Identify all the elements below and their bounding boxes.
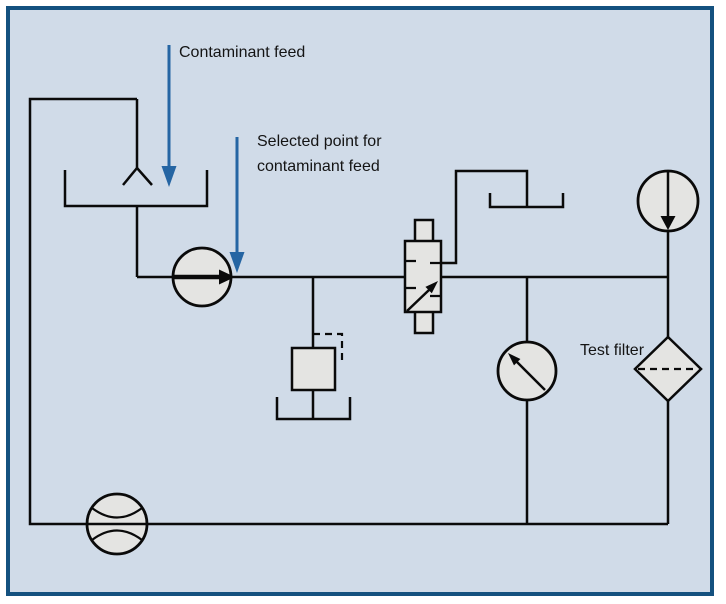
relief-pilot-dashed-line [313,332,344,362]
relief-drain-reservoir [275,397,352,421]
funnel-fork-icon [122,167,153,186]
circulation-pump [171,246,235,308]
selected-point-label-line2: contaminant feed [257,158,380,175]
annotations [161,45,245,273]
valve-bottom-port [413,309,435,335]
drain-reservoir [488,193,565,209]
valve-tick-marks [405,259,441,298]
flow-indicator-arrow-head [660,216,676,230]
contaminant-feed-arrow-head [161,166,177,187]
flow-indicator [636,169,700,233]
pressure-gauge [496,340,558,402]
relief-valve [290,346,337,392]
flow-meter-top-arc [91,507,143,519]
contaminant-feed-label: Contaminant feed [179,44,305,61]
valve-adjust-arrow-head [425,281,438,294]
flow-control-valve [403,218,443,335]
pump-flow-arrow-head [219,269,235,285]
valve-top-port [413,218,435,244]
test-filter-label: Test filter [580,342,645,359]
valve-drain-pipe [441,169,529,265]
gauge-needle-head [508,353,521,366]
gauge-needle-shaft [514,359,546,391]
selected-point-label-line1: Selected point for [257,133,382,150]
return-loop-pipe [28,97,668,526]
test-filter [633,335,703,403]
pipes [28,97,670,526]
valve-adjust-arrow-shaft [406,289,430,312]
relief-valve-body [290,346,337,392]
selected-point-arrow-head [229,252,245,273]
valve-body [403,239,443,314]
flow-meter-bottom-arc [91,529,143,541]
